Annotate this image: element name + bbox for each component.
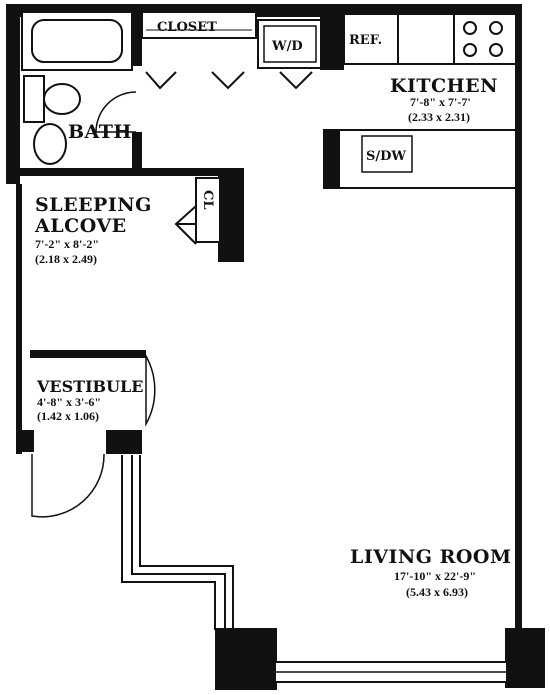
closet-box <box>141 11 257 39</box>
bottom-left-pier <box>215 628 277 690</box>
vestibule-dim-imperial: 4'-8" x 3'-6" <box>37 395 101 409</box>
alcove-closet-block <box>218 170 244 262</box>
right-wall <box>515 4 522 669</box>
dishwasher-label: S/DW <box>366 149 406 164</box>
alcove-closet <box>195 177 221 243</box>
vestibule-door-swing <box>145 353 156 427</box>
bifold-doors <box>145 71 313 90</box>
vestibule-top-wall <box>30 350 146 358</box>
ref-label: REF. <box>349 33 382 48</box>
living-room-dim-metric: (5.43 x 6.93) <box>406 585 468 599</box>
wd-inner <box>263 25 317 63</box>
wd-label: W/D <box>271 39 303 54</box>
alcove-dim-metric: (2.18 x 2.49) <box>35 252 97 266</box>
kitchen-dim-metric: (2.33 x 2.31) <box>408 110 470 124</box>
left-wall-upper <box>6 4 20 184</box>
bath-right-wall-lower <box>132 132 142 172</box>
bottom-right-pier <box>505 628 545 688</box>
stepped-window-wall <box>121 455 234 630</box>
alcove-top-wall <box>16 168 244 176</box>
bathtub-inner <box>31 19 123 63</box>
alcove-closet-label: CL <box>200 190 215 210</box>
ref-box <box>343 13 399 65</box>
alcove-closet-doors <box>174 205 197 245</box>
vestibule-name: VESTIBULE <box>36 377 143 396</box>
stove <box>453 13 517 65</box>
bath-sink <box>33 123 67 165</box>
burner-icon <box>463 21 477 35</box>
toilet-tank <box>23 75 45 123</box>
burner-icon <box>489 21 503 35</box>
vestibule-dim-metric: (1.42 x 1.06) <box>37 409 99 423</box>
entry-door-swing <box>31 453 105 518</box>
bath-right-wall <box>132 10 142 66</box>
counter-end <box>324 130 340 188</box>
alcove-name-1: SLEEPING <box>35 194 152 216</box>
kitchen-name: KITCHEN <box>390 75 498 97</box>
left-wall-middle <box>16 184 22 454</box>
burner-icon <box>489 43 503 57</box>
living-room-name: LIVING ROOM <box>350 546 512 568</box>
left-wall-stub <box>16 430 34 452</box>
toilet-bowl <box>43 83 81 115</box>
living-room-dim-imperial: 17'-10" x 22'-9" <box>394 569 476 583</box>
bath-name: BATH <box>68 121 132 143</box>
vestibule-pier <box>106 430 142 454</box>
closet-label: CLOSET <box>157 20 217 35</box>
kitchen-dim-imperial: 7'-8" x 7'-7' <box>410 95 471 109</box>
kitchen-counter <box>323 129 517 189</box>
wd-pier <box>320 12 344 70</box>
bath-door-swing <box>95 91 137 133</box>
dishwasher-box <box>361 135 413 173</box>
counter-top <box>397 13 455 65</box>
alcove-name-2: ALCOVE <box>34 215 127 237</box>
alcove-dim-imperial: 7'-2" x 8'-2" <box>35 237 99 251</box>
burner-icon <box>463 43 477 57</box>
